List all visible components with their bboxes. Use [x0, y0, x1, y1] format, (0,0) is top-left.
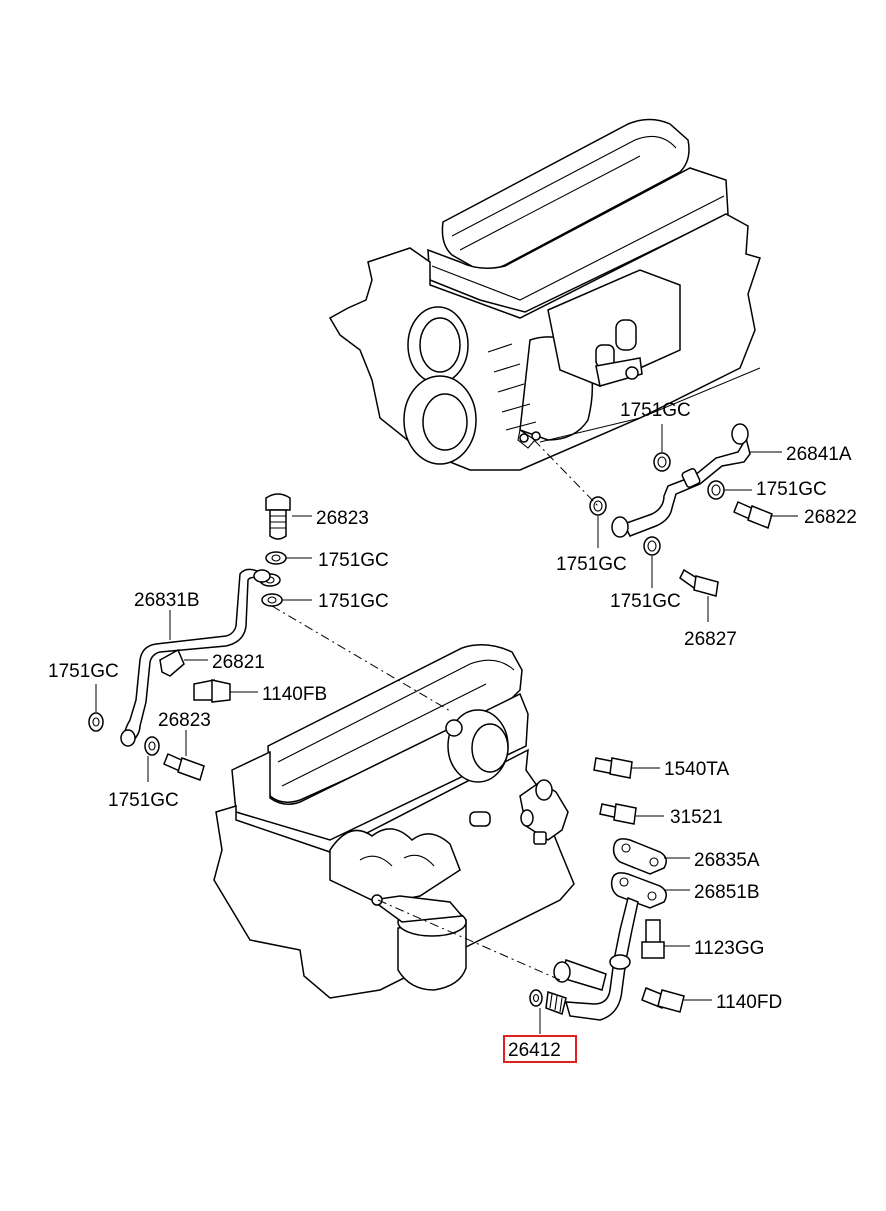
- label-26831b[interactable]: 26831B: [134, 590, 200, 611]
- label-1751gc-left-1[interactable]: 1751GC: [318, 550, 389, 571]
- highlight-box-26412: [503, 1035, 577, 1063]
- upper-engine-drawing: [328, 118, 761, 471]
- label-26412[interactable]: 26412: [508, 1040, 561, 1061]
- label-26835a[interactable]: 26835A: [694, 850, 760, 871]
- right-oil-return-parts: [529, 757, 685, 1021]
- lower-engine-drawing: [213, 644, 575, 999]
- label-1140fb[interactable]: 1140FB: [262, 684, 327, 705]
- leader-lines: [95, 367, 798, 1034]
- label-1751gc-far-left[interactable]: 1751GC: [48, 661, 119, 682]
- label-26851b[interactable]: 26851B: [694, 882, 760, 903]
- label-26823-low[interactable]: 26823: [158, 710, 211, 731]
- label-1751gc-right-low[interactable]: 1751GC: [610, 591, 681, 612]
- left-oil-line-parts: [88, 493, 291, 781]
- label-26822[interactable]: 26822: [804, 507, 857, 528]
- assembly-dash-lines: [271, 439, 599, 981]
- label-1751gc-mid[interactable]: 1751GC: [556, 554, 627, 575]
- label-31521[interactable]: 31521: [670, 807, 723, 828]
- label-1540ta[interactable]: 1540TA: [664, 759, 729, 780]
- label-1751gc-low[interactable]: 1751GC: [108, 790, 179, 811]
- label-26841a[interactable]: 26841A: [786, 444, 852, 465]
- label-1751gc-left-2[interactable]: 1751GC: [318, 591, 389, 612]
- label-26821[interactable]: 26821: [212, 652, 265, 673]
- label-26827[interactable]: 26827: [684, 629, 737, 650]
- part-labels: 1751GC 26841A 1751GC 26822 1751GC 1751GC…: [48, 400, 857, 1063]
- label-1140fd[interactable]: 1140FD: [716, 992, 782, 1013]
- upper-oil-line-parts: [589, 423, 773, 597]
- label-1751gc-top[interactable]: 1751GC: [620, 400, 691, 421]
- label-1123gg[interactable]: 1123GG: [694, 938, 764, 959]
- label-26823-top[interactable]: 26823: [316, 508, 369, 529]
- label-1751gc-right[interactable]: 1751GC: [756, 479, 827, 500]
